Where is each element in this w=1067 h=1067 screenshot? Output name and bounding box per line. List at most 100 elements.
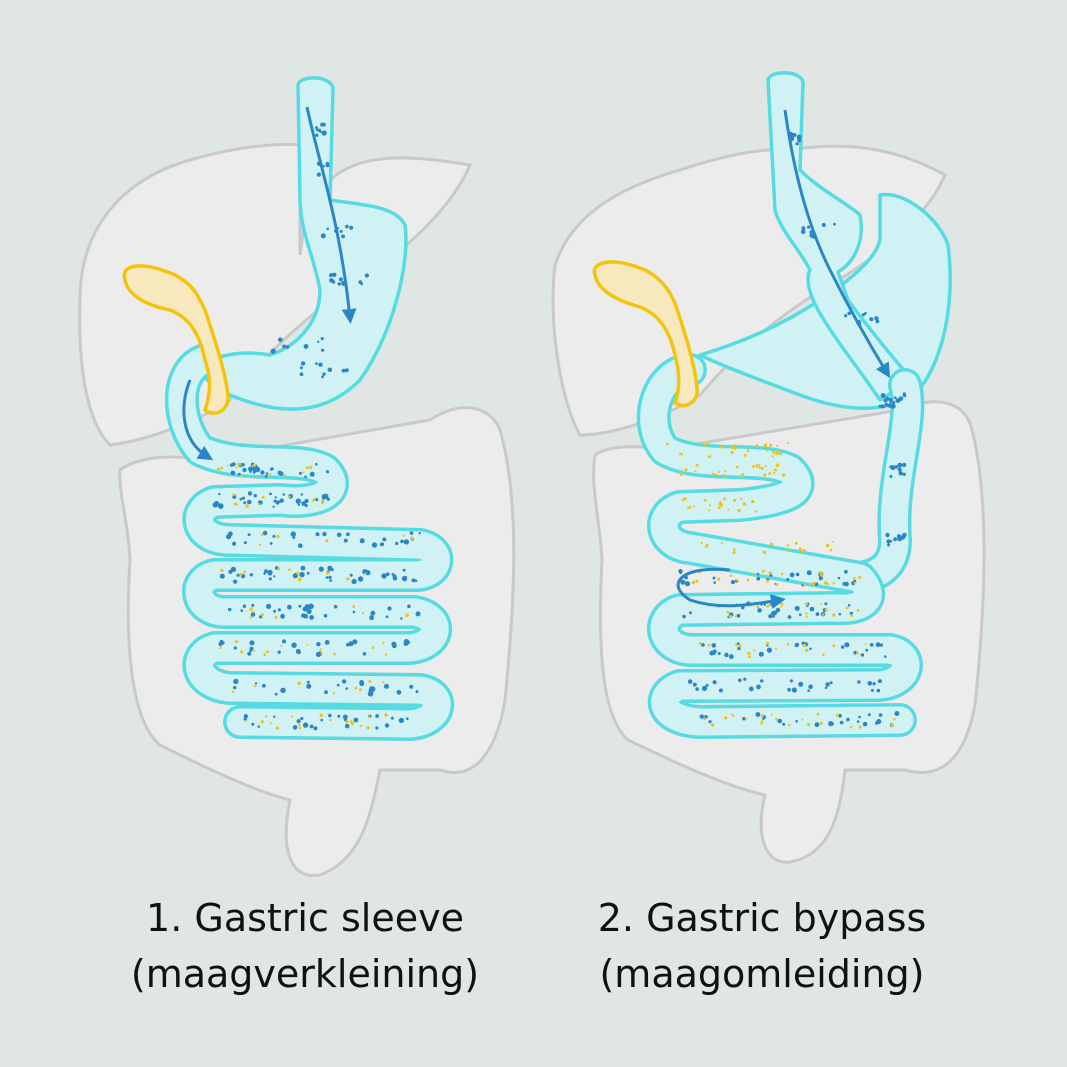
particle-dot: [280, 613, 285, 619]
particle-dot: [315, 133, 319, 137]
particle-dot: [321, 348, 325, 352]
particle-dot: [902, 393, 907, 398]
particle-dot: [328, 575, 332, 580]
particle-dot: [718, 505, 721, 509]
particle-dot: [835, 713, 840, 717]
particle-dot: [364, 572, 367, 575]
particle-dot: [751, 574, 754, 577]
particle-dot: [287, 604, 292, 610]
particle-dot: [277, 567, 281, 571]
particle-dot: [238, 472, 241, 476]
particle-dot: [313, 497, 316, 501]
particle-dot: [332, 272, 337, 277]
particle-dot: [315, 128, 319, 132]
particle-dot: [230, 470, 236, 476]
particle-dot: [410, 536, 414, 540]
particle-dot: [829, 681, 833, 685]
particle-dot: [226, 534, 232, 540]
particle-dot: [329, 718, 332, 722]
particle-dot: [351, 578, 357, 585]
particle-dot: [734, 444, 737, 447]
particle-dot: [754, 510, 757, 513]
particle-dot: [824, 686, 828, 689]
particle-dot: [243, 570, 247, 574]
particle-dot: [249, 640, 255, 646]
particle-dot: [819, 602, 822, 605]
particle-dot: [709, 650, 715, 656]
particle-dot: [341, 368, 346, 373]
particle-dot: [734, 615, 737, 618]
particle-dot: [753, 649, 756, 652]
particle-dot: [315, 126, 318, 130]
particle-dot: [692, 682, 697, 687]
particle-dot: [756, 576, 761, 581]
particle-dot: [717, 470, 721, 473]
particle-dot: [711, 643, 717, 648]
particle-dot: [309, 615, 314, 620]
particle-dot: [274, 496, 277, 499]
particle-dot: [798, 681, 804, 687]
particle-dot: [253, 494, 257, 498]
particle-dot: [847, 604, 851, 607]
particle-dot: [708, 509, 711, 512]
particle-dot: [776, 444, 779, 447]
particle-dot: [713, 581, 716, 584]
particle-dot: [845, 606, 849, 610]
particle-dot: [320, 501, 324, 505]
particle-dot: [708, 455, 712, 459]
particle-dot: [775, 583, 779, 587]
particle-dot: [336, 532, 342, 538]
particle-dot: [832, 582, 835, 585]
particle-dot: [348, 641, 354, 647]
particle-dot: [246, 499, 252, 505]
particle-dot: [230, 566, 237, 573]
particle-dot: [282, 344, 286, 349]
particle-dot: [233, 579, 238, 584]
particle-dot: [253, 650, 256, 652]
particle-dot: [313, 726, 318, 731]
particle-dot: [814, 582, 819, 586]
particle-dot: [877, 679, 882, 684]
particle-dot: [324, 690, 328, 695]
particle-dot: [252, 610, 256, 614]
particle-dot: [296, 719, 301, 724]
particle-dot: [714, 473, 718, 476]
particle-dot: [762, 550, 767, 554]
particle-dot: [319, 648, 322, 651]
particle-dot: [318, 362, 323, 367]
particle-dot: [703, 498, 707, 502]
particle-dot: [302, 722, 309, 728]
particle-dot: [869, 643, 874, 647]
particle-dot: [249, 649, 253, 652]
particle-dot: [345, 720, 349, 724]
particle-dot: [794, 605, 800, 611]
particle-dot: [304, 475, 307, 479]
particle-dot: [274, 692, 278, 696]
particle-dot: [804, 602, 808, 606]
particle-dot: [794, 541, 798, 545]
particle-dot: [213, 500, 220, 507]
particle-dot: [766, 579, 770, 583]
particle-dot: [325, 576, 329, 579]
particle-dot: [726, 610, 730, 614]
particle-dot: [273, 609, 277, 613]
particle-dot: [382, 537, 387, 542]
particle-dot: [820, 573, 824, 577]
particle-dot: [852, 577, 856, 580]
particle-dot: [818, 576, 823, 581]
particle-dot: [316, 172, 321, 177]
particle-dot: [288, 495, 291, 498]
particle-dot: [320, 337, 324, 341]
particle-dot: [743, 453, 747, 457]
particle-dot: [277, 650, 281, 654]
particle-dot: [838, 612, 842, 616]
particle-dot: [897, 467, 902, 472]
particle-dot: [272, 534, 276, 538]
particle-dot: [711, 472, 715, 476]
particle-dot: [756, 605, 760, 609]
particle-dot: [874, 316, 879, 321]
particle-dot: [326, 227, 330, 231]
particle-dot: [407, 604, 411, 609]
particle-dot: [787, 442, 790, 445]
